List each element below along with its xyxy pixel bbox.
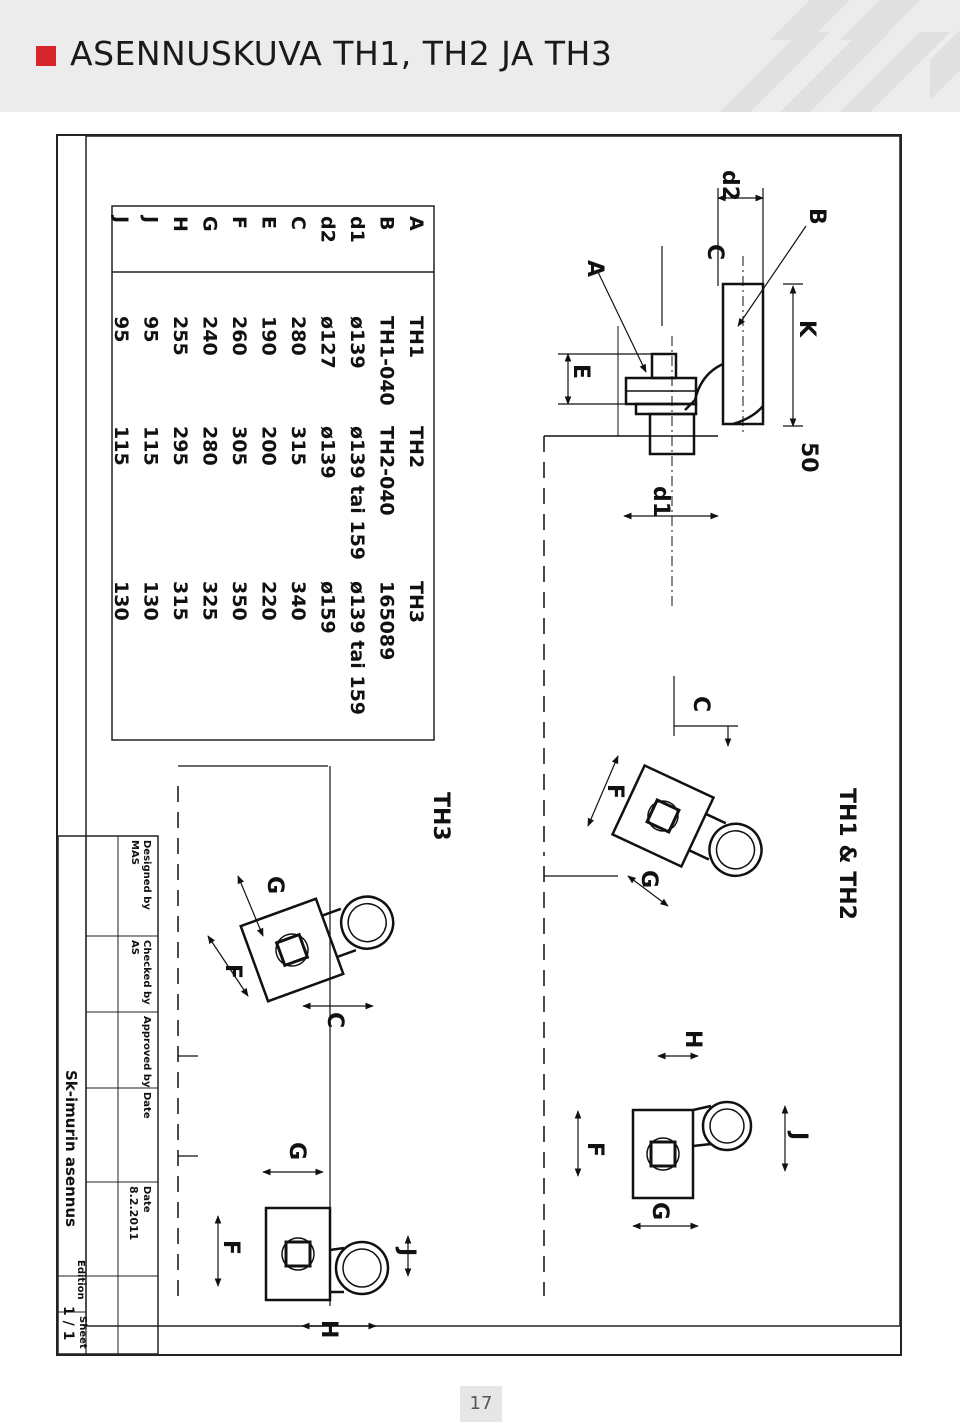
label-G-plan: G (647, 1202, 672, 1220)
side-view-assembly (543, 256, 765, 856)
label-50: 50 (796, 442, 821, 473)
table-cell: TH1 (405, 316, 427, 358)
designed-by: MAS (129, 840, 140, 865)
table-cell: 240 (199, 316, 221, 356)
table-cell: A (405, 216, 427, 231)
label-F-th3-plan: F (218, 1240, 243, 1255)
table-cell: 95 (110, 316, 132, 342)
table-cell: B (376, 216, 398, 230)
header-decoration-icon (720, 0, 960, 112)
table-cell: 95 (140, 316, 162, 342)
label-B: B (804, 208, 829, 225)
sheet-label: Sheet (77, 1316, 88, 1349)
table-cell: ø159 (317, 581, 339, 634)
table-cell: G (199, 216, 221, 232)
label-th3: TH3 (428, 792, 453, 841)
label-F-rot: F (602, 784, 627, 799)
approved-by-label: Approved by (141, 1016, 152, 1088)
table-cell: E (258, 216, 280, 229)
label-C-mid: C (688, 696, 713, 712)
inner-border (85, 135, 901, 1327)
table-cell: H (169, 216, 191, 232)
table-cell: 315 (287, 426, 309, 466)
page-header: ASENNUSKUVA TH1, TH2 JA TH3 (0, 0, 960, 112)
table-cell: TH1-040 (376, 316, 398, 406)
label-G-th3-plan: G (284, 1142, 309, 1160)
table-cell: 115 (140, 426, 162, 466)
date-label-2: Date (141, 1186, 152, 1213)
table-cell: 280 (199, 426, 221, 466)
table-cell: C (287, 216, 309, 230)
table-cell: 220 (258, 581, 280, 621)
table-cell: J (140, 214, 162, 223)
table-cell: TH2 (405, 426, 427, 468)
label-th1-th2: TH1 & TH2 (834, 788, 859, 920)
table-cell: J (110, 214, 132, 223)
label-d1: d1 (648, 486, 673, 517)
label-G-rot: G (636, 870, 661, 888)
label-F-th3: F (220, 964, 245, 979)
table-cell: 255 (169, 316, 191, 356)
drawing-title: Sk-imurin asennus (62, 1070, 80, 1227)
table-cell: 165089 (376, 581, 398, 660)
label-A: A (582, 260, 607, 277)
table-cell: 130 (110, 581, 132, 621)
label-H-th3: H (316, 1320, 341, 1338)
table-cell: 295 (169, 426, 191, 466)
title-bullet-icon (36, 46, 56, 66)
table-cell: ø139 tai 159 (346, 581, 368, 715)
designed-by-label: Designed by (141, 840, 152, 910)
table-cell: ø139 (346, 316, 368, 369)
label-J-plan: J (786, 1130, 811, 1140)
checked-by-label: Checked by (141, 940, 152, 1005)
table-cell: TH2-040 (376, 426, 398, 516)
table-cell: 325 (199, 581, 221, 621)
table-cell: F (228, 216, 250, 229)
label-C-th3: C (322, 1012, 347, 1028)
label-H-plan: H (680, 1030, 705, 1048)
table-cell: 280 (287, 316, 309, 356)
table-cell: d2 (317, 216, 339, 243)
table-cell: 315 (169, 581, 191, 621)
table-cell: 340 (287, 581, 309, 621)
label-J-th3: J (394, 1246, 419, 1256)
drawing-date: 8.2.2011 (127, 1186, 140, 1240)
label-C-top: C (702, 244, 727, 260)
label-F-plan: F (582, 1142, 607, 1157)
title-block (57, 835, 159, 1355)
label-G-th3: G (262, 876, 287, 894)
table-cell: TH3 (405, 581, 427, 623)
table-cell: ø139 (317, 426, 339, 479)
table-cell: d1 (346, 216, 368, 243)
label-d2: d2 (717, 170, 742, 201)
table-cell: 350 (228, 581, 250, 621)
label-E: E (568, 364, 593, 379)
table-cell: 190 (258, 316, 280, 356)
page-title: ASENNUSKUVA TH1, TH2 JA TH3 (70, 34, 613, 73)
table-cell: 200 (258, 426, 280, 466)
table-cell: ø127 (317, 316, 339, 369)
date-label: Date (141, 1092, 152, 1119)
table-cell: 115 (110, 426, 132, 466)
label-K: K (794, 320, 819, 338)
checked-by: AS (129, 940, 140, 955)
th1-th2-plan-views (543, 763, 763, 1296)
table-cell: 305 (228, 426, 250, 466)
edition-label: Edition (75, 1260, 86, 1300)
sheet-number: 1 / 1 (60, 1306, 76, 1340)
page-number: 17 (460, 1386, 502, 1422)
th3-plan-views (177, 765, 395, 1306)
table-cell: 260 (228, 316, 250, 356)
table-cell: 130 (140, 581, 162, 621)
table-cell: ø139 tai 159 (346, 426, 368, 560)
